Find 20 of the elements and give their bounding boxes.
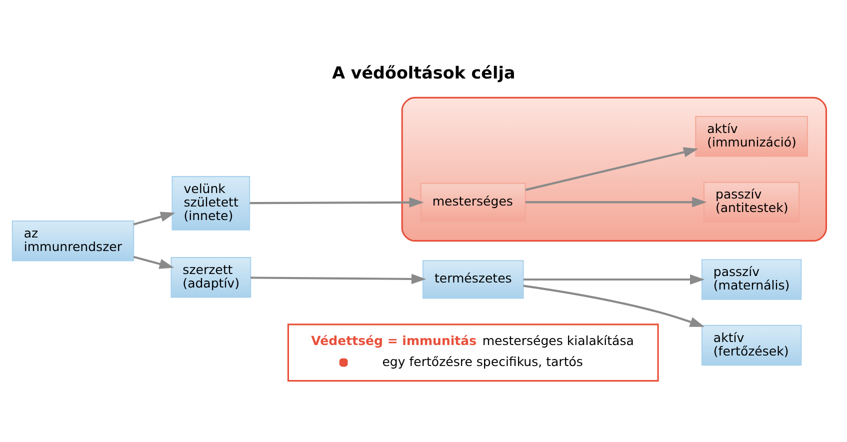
- arrow: [250, 273, 426, 284]
- node-box: aktív (fertőzések): [701, 324, 802, 366]
- node-box: természetes: [422, 260, 524, 298]
- node-box: mesterséges: [420, 182, 526, 221]
- node-box: passzív (maternális): [701, 258, 802, 300]
- arrow: [523, 284, 705, 326]
- node-box: aktív (immunizáció): [695, 115, 808, 156]
- node-box: szerzett (adaptív): [170, 256, 252, 298]
- node-box: Védettség = immunitás mesterséges kialakítása egy fertőzésre specifikus, tartós: [287, 323, 659, 382]
- arrow: [250, 196, 424, 208]
- arrow: [526, 196, 707, 207]
- arrow: [133, 255, 174, 268]
- arrow: [524, 274, 705, 284]
- arrow: [133, 211, 176, 225]
- node-box: velünk született (innete): [172, 176, 250, 230]
- arrow: [525, 146, 698, 190]
- diagram-title: A védőoltások célja: [332, 62, 516, 82]
- node-box: passzív (antitestek): [703, 181, 800, 222]
- node-box: az immunrendszer: [12, 220, 134, 261]
- cluster: [401, 96, 828, 242]
